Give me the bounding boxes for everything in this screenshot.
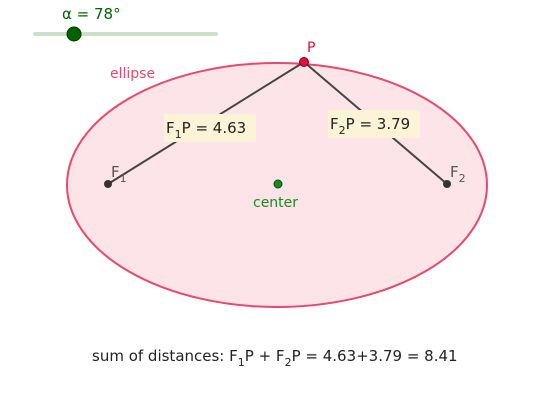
f2p-label: F2P = 3.79 xyxy=(330,115,410,137)
sum-t1-main: F xyxy=(229,347,238,365)
point-f1[interactable] xyxy=(104,180,112,188)
f1p-label: F1P = 4.63 xyxy=(166,119,246,141)
point-center[interactable] xyxy=(273,179,283,189)
sum-of-distances: sum of distances: F1P + F2P = 4.63+3.79 … xyxy=(92,347,458,369)
sum-t1-sub: 1 xyxy=(238,356,245,369)
f2p-label-sub: 2 xyxy=(339,124,346,137)
alpha-slider[interactable] xyxy=(33,26,218,42)
point-f1-label-main: F xyxy=(111,163,120,181)
sum-t2-main: F xyxy=(276,347,285,365)
f1p-label-sub: 1 xyxy=(175,128,182,141)
slider-handle[interactable] xyxy=(66,26,82,42)
point-center-label: center xyxy=(253,195,298,211)
point-p-label: P xyxy=(307,40,315,56)
point-f2-label-sub: 2 xyxy=(459,172,466,185)
point-f2-label: F2 xyxy=(450,163,466,185)
f2p-label-main: F xyxy=(330,115,339,133)
f1p-label-bg xyxy=(164,114,256,142)
sum-t2-rest: P = 4.63+3.79 = 8.41 xyxy=(292,347,458,365)
sum-t2-sub: 2 xyxy=(285,356,292,369)
ellipse-label: ellipse xyxy=(110,66,155,82)
sum-prefix: sum of distances: xyxy=(92,347,229,365)
point-f2[interactable] xyxy=(443,180,451,188)
point-f2-label-main: F xyxy=(450,163,459,181)
f2p-label-bg xyxy=(328,110,420,138)
sum-t1-rest: P + xyxy=(245,347,276,365)
f1p-label-rest: P = 4.63 xyxy=(182,119,247,137)
slider-label: α = 78° xyxy=(62,5,121,23)
point-f1-label-sub: 1 xyxy=(120,172,127,185)
f2p-label-rest: P = 3.79 xyxy=(346,115,411,133)
point-f1-label: F1 xyxy=(111,163,127,185)
point-p[interactable] xyxy=(299,57,309,67)
f1p-label-main: F xyxy=(166,119,175,137)
